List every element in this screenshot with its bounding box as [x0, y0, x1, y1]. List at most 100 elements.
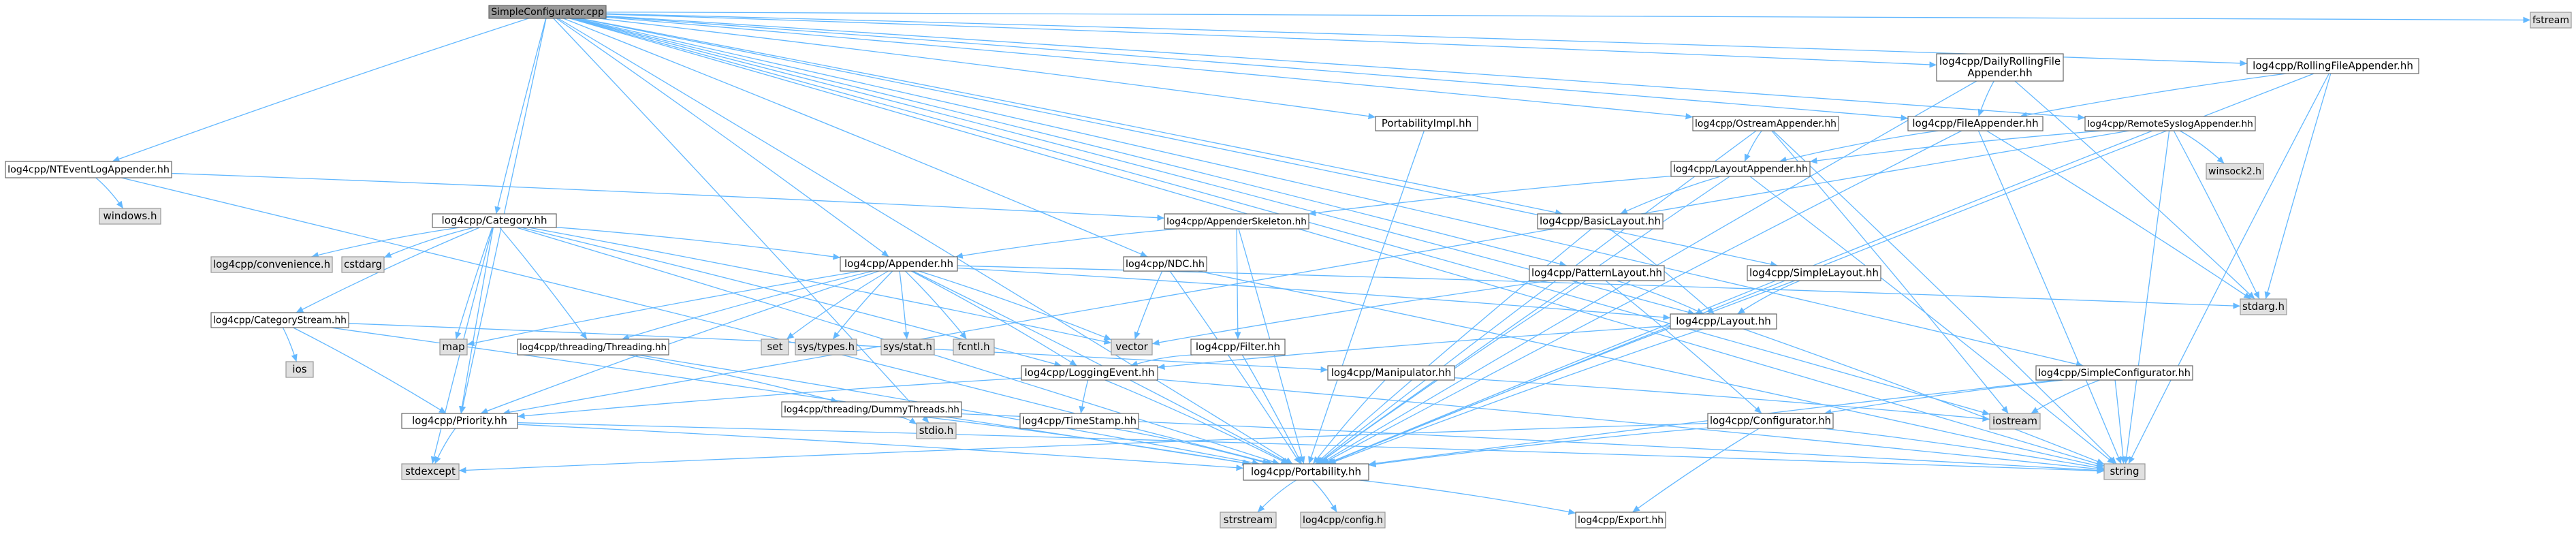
- node-label-RollingFile: log4cpp/RollingFileAppender.hh: [2253, 60, 2413, 72]
- node-FileAppender[interactable]: log4cpp/FileAppender.hh: [1907, 116, 2044, 131]
- node-box-RemoteSyslog: [2084, 116, 2256, 131]
- edge-Appender-to-systypes: [832, 270, 893, 340]
- edge-Layout-to-Portability: [1329, 328, 1703, 465]
- edge-Filter-to-LoggingEvent: [1130, 354, 1194, 367]
- node-label-Priority: log4cpp/Priority.hh: [412, 415, 507, 427]
- node-TimeStamp[interactable]: log4cpp/TimeStamp.hh: [1019, 413, 1139, 429]
- edge-Configurator-to-Portability: [1368, 427, 1708, 468]
- node-DummyThreads[interactable]: log4cpp/threading/DummyThreads.hh: [781, 401, 962, 418]
- edge-LayoutAppender-to-Portability: [1317, 176, 1730, 465]
- node-BasicLayout[interactable]: log4cpp/BasicLayout.hh: [1537, 213, 1664, 230]
- node-label-NTEventLogAppender: log4cpp/NTEventLogAppender.hh: [7, 165, 170, 176]
- node-box-Portability: [1243, 463, 1369, 481]
- edge-Appender-to-vector: [919, 270, 1112, 341]
- node-Threading[interactable]: log4cpp/threading/Threading.hh: [517, 339, 669, 356]
- edge-DailyRolling-to-stdarg: [2014, 80, 2255, 300]
- node-box-BasicLayout: [1537, 213, 1664, 230]
- node-PatternLayout[interactable]: log4cpp/PatternLayout.hh: [1529, 265, 1665, 281]
- edge-Category-to-CategoryStream: [296, 227, 480, 313]
- edge-Appender-to-fcntl: [905, 270, 968, 340]
- node-label-map: map: [442, 341, 464, 353]
- node-box-LayoutAppender: [1670, 161, 1811, 177]
- node-LoggingEvent[interactable]: log4cpp/LoggingEvent.hh: [1021, 365, 1158, 381]
- node-Portability[interactable]: log4cpp/Portability.hh: [1243, 463, 1369, 481]
- node-windows: windows.h: [99, 208, 161, 225]
- node-box-OstreamAppender: [1692, 116, 1839, 131]
- node-Appender[interactable]: log4cpp/Appender.hh: [840, 256, 958, 272]
- node-convenience: log4cpp/convenience.h: [210, 256, 333, 273]
- node-box-string: [2103, 463, 2146, 480]
- node-Category[interactable]: log4cpp/Category.hh: [432, 213, 557, 228]
- edge-Appender-to-sysstat: [899, 270, 910, 340]
- node-SimpleLayout[interactable]: log4cpp/SimpleLayout.hh: [1747, 265, 1881, 281]
- edge-LoggingEvent-to-TimeStamp: [1079, 379, 1089, 414]
- node-box-Appender: [840, 256, 958, 272]
- node-PortabilityImpl[interactable]: PortabilityImpl.hh: [1375, 116, 1478, 131]
- edge-RemoteSyslog-to-winsock2: [2179, 130, 2225, 164]
- edge-SimpleConfigurator-to-iostream: [2031, 379, 2100, 414]
- node-NTEventLogAppender[interactable]: log4cpp/NTEventLogAppender.hh: [5, 161, 172, 178]
- edge-FileAppender-to-Portability: [1321, 130, 1962, 465]
- edge-root-to-BasicLayout: [579, 18, 1563, 216]
- node-box-TimeStamp: [1019, 413, 1139, 429]
- node-label-SimpleLayout: log4cpp/SimpleLayout.hh: [1749, 267, 1879, 279]
- edge-Priority-to-Portability: [517, 424, 1244, 471]
- node-box-systypes: [795, 339, 857, 356]
- node-box-Export: [1575, 512, 1666, 529]
- node-SimpleConfigurator[interactable]: log4cpp/SimpleConfigurator.hh: [2035, 365, 2193, 381]
- edge-root-to-Appender: [556, 18, 889, 257]
- node-label-RemoteSyslog: log4cpp/RemoteSyslogAppender.hh: [2087, 119, 2253, 129]
- edge-Portability-to-Export: [1359, 480, 1576, 516]
- edge-TimeStamp-to-Portability: [1112, 428, 1270, 465]
- edge-NDC-to-string: [1198, 270, 2105, 469]
- node-string: string: [2103, 463, 2146, 480]
- node-label-stdio: stdio.h: [919, 424, 954, 437]
- node-box-SimpleConfigurator: [2035, 365, 2193, 381]
- node-systypes: sys/types.h: [795, 339, 857, 356]
- node-NDC[interactable]: log4cpp/NDC.hh: [1123, 256, 1207, 272]
- node-label-windows: windows.h: [104, 210, 157, 222]
- node-set: set: [761, 339, 789, 356]
- node-AppenderSkeleton[interactable]: log4cpp/AppenderSkeleton.hh: [1164, 213, 1309, 230]
- node-Priority[interactable]: log4cpp/Priority.hh: [401, 413, 518, 429]
- node-CategoryStream[interactable]: log4cpp/CategoryStream.hh: [210, 312, 349, 328]
- node-fstream: fstream: [2530, 12, 2572, 29]
- node-label-sysstat: sys/stat.h: [883, 341, 932, 353]
- edge-root-to-DailyRolling: [605, 14, 1937, 68]
- node-box-config: [1300, 512, 1386, 529]
- edge-AppenderSkeleton-to-Appender: [955, 228, 1177, 259]
- node-Manipulator[interactable]: log4cpp/Manipulator.hh: [1327, 365, 1455, 381]
- node-OstreamAppender[interactable]: log4cpp/OstreamAppender.hh: [1692, 116, 1839, 131]
- node-ios: ios: [285, 361, 314, 378]
- edge-SimpleConfigurator-to-Configurator: [1824, 379, 2063, 415]
- node-LayoutAppender[interactable]: log4cpp/LayoutAppender.hh: [1670, 161, 1811, 177]
- nodes-layer: SimpleConfigurator.cpp log4cpp/NTEventLog…: [5, 5, 2572, 529]
- node-sysstat: sys/stat.h: [880, 339, 935, 356]
- edge-root-to-NDC: [563, 18, 1148, 257]
- edge-Category-to-map: [455, 227, 493, 340]
- edge-Appender-to-set: [786, 270, 889, 340]
- node-Export[interactable]: log4cpp/Export.hh: [1575, 512, 1666, 529]
- node-cstdarg: cstdarg: [341, 256, 385, 273]
- node-Filter[interactable]: log4cpp/Filter.hh: [1190, 339, 1286, 356]
- edge-Category-to-Threading: [499, 227, 588, 340]
- node-box-PortabilityImpl: [1375, 116, 1478, 131]
- node-box-vector: [1111, 339, 1153, 356]
- node-label-stdexcept: stdexcept: [405, 465, 456, 477]
- node-root[interactable]: SimpleConfigurator.cpp: [488, 5, 607, 19]
- edge-LayoutAppender-to-BasicLayout: [1620, 176, 1721, 215]
- edge-Configurator-to-string: [1822, 428, 2105, 471]
- node-box-cstdarg: [341, 256, 385, 273]
- node-vector: vector: [1111, 339, 1153, 356]
- edge-Appender-to-Priority: [480, 270, 879, 414]
- node-Configurator[interactable]: log4cpp/Configurator.hh: [1707, 413, 1834, 429]
- node-box-FileAppender: [1907, 116, 2044, 131]
- node-RemoteSyslog[interactable]: log4cpp/RemoteSyslogAppender.hh: [2084, 116, 2256, 131]
- node-Layout[interactable]: log4cpp/Layout.hh: [1670, 313, 1777, 330]
- edge-Portability-to-strstream: [1257, 480, 1297, 513]
- node-label-systypes: sys/types.h: [797, 341, 855, 353]
- node-box-SimpleLayout: [1747, 265, 1881, 281]
- node-RollingFile[interactable]: log4cpp/RollingFileAppender.hh: [2246, 58, 2419, 74]
- edge-root-to-Layout: [571, 18, 1696, 315]
